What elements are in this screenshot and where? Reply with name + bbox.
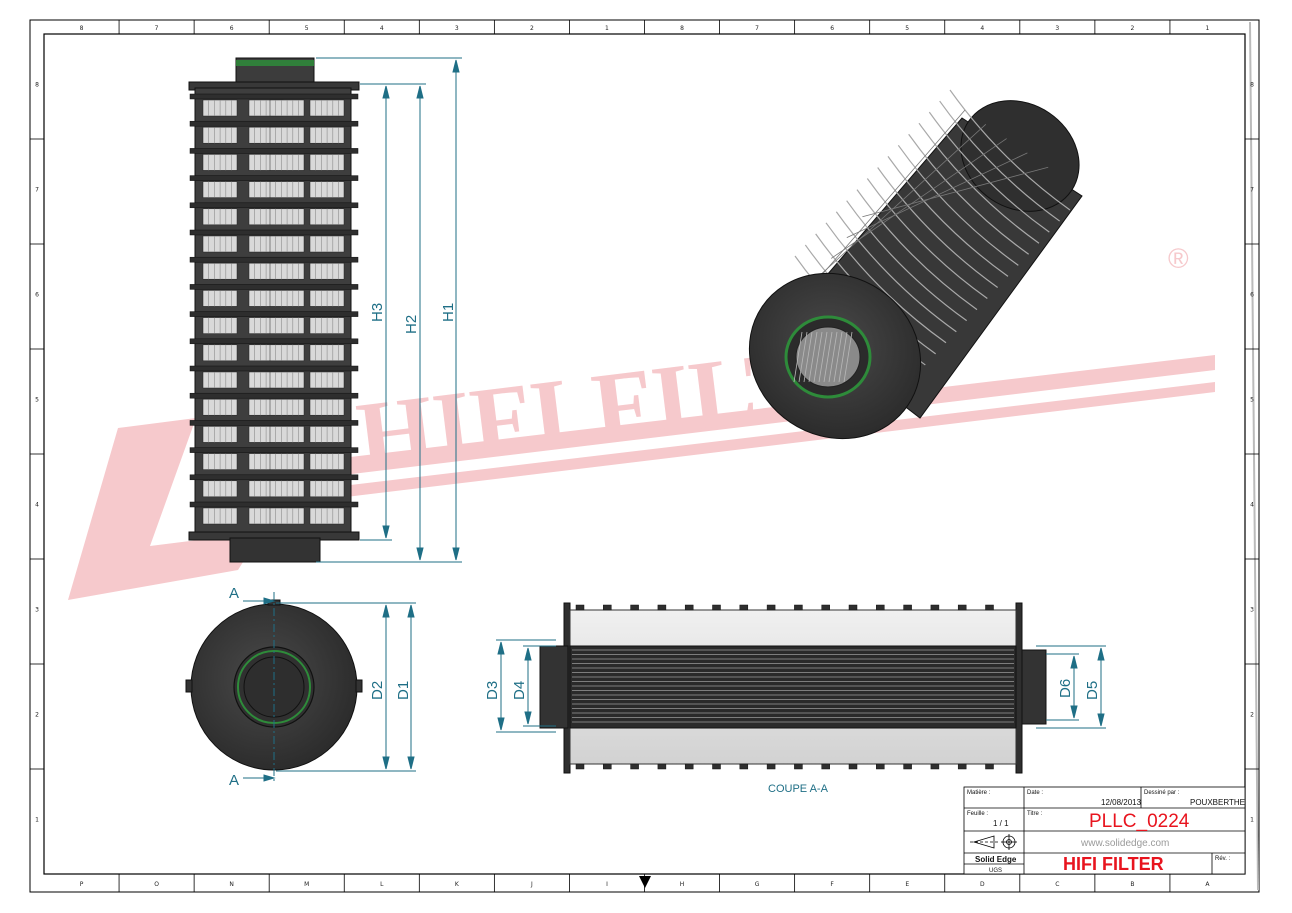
section-view — [539, 602, 1047, 774]
frame-bottom-label: G — [755, 881, 760, 888]
tb-drawn-label: Dessiné par : — [1144, 790, 1180, 796]
frame-right-label: 8 — [1250, 82, 1254, 89]
frame-right-label: 3 — [1250, 607, 1254, 614]
dim-d4-label: D4 — [511, 681, 528, 700]
frame-left-label: 8 — [35, 82, 39, 89]
title-block — [963, 786, 1246, 875]
frame-labels: 8 7 6 5 4 3 2 1 8 7 6 5 4 3 2 1P O N M L K J I H G F E D C B A 8 7 6 5 4 3 2 1… — [35, 25, 1254, 888]
tb-title-label: Titre : — [1027, 811, 1042, 817]
frame-top-label: 4 — [380, 25, 384, 32]
frame-left-label: 6 — [35, 292, 39, 299]
tb-date-label: Date : — [1027, 790, 1043, 796]
tb-version: UGS — [989, 868, 1002, 874]
frame-top-label: 1 — [1206, 25, 1210, 32]
front-view — [188, 57, 360, 563]
frame-bottom-label: C — [1055, 881, 1059, 888]
frame-bottom-label: K — [455, 881, 460, 888]
tb-sheet-value: 1 / 1 — [993, 819, 1009, 828]
frame-bottom-label: A — [1205, 881, 1210, 888]
tb-brand: HIFI FILTER — [1063, 854, 1164, 874]
dim-h1-label: H1 — [440, 303, 457, 322]
frame-left-label: 1 — [35, 817, 39, 824]
tb-website: www.solidedge.com — [1080, 838, 1169, 849]
dim-h3-label: H3 — [369, 303, 386, 322]
frame-bottom-label: L — [380, 881, 384, 888]
frame-top-label: 6 — [230, 25, 234, 32]
frame-bottom-label: I — [606, 881, 608, 888]
frame-bottom-label: N — [229, 881, 234, 888]
dim-d2-label: D2 — [369, 681, 386, 700]
frame-top-label: 7 — [755, 25, 759, 32]
frame-right-label: 4 — [1250, 502, 1254, 509]
end-view — [185, 592, 363, 782]
section-marker-bottom: A — [229, 772, 239, 789]
frame-bottom-label: E — [905, 881, 909, 888]
frame-bottom-label: H — [680, 881, 685, 888]
frame-left-label: 2 — [35, 712, 39, 719]
frame-bottom-label: D — [980, 881, 985, 888]
frame-top-label: 2 — [1130, 25, 1134, 32]
frame-top-label: 6 — [830, 25, 834, 32]
frame-top-label: 5 — [305, 25, 309, 32]
diameter-dimensions-right — [496, 639, 1106, 733]
frame-bottom-label: B — [1130, 881, 1134, 888]
frame-right-label: 5 — [1250, 397, 1254, 404]
frame-top-label: 3 — [1055, 25, 1059, 32]
isometric-view — [748, 89, 1083, 440]
frame-bottom-label: J — [530, 881, 533, 888]
frame-top-label: 3 — [455, 25, 459, 32]
tb-date-value: 12/08/2013 — [1101, 798, 1142, 807]
projection-symbol-icon — [970, 834, 1017, 850]
tb-software: Solid Edge — [975, 855, 1017, 864]
frame-top-label: 2 — [530, 25, 534, 32]
tb-sheet-label: Feuille : — [967, 811, 988, 817]
frame-right-label: 1 — [1250, 817, 1254, 824]
diameter-dimensions-left — [243, 597, 416, 782]
tb-material-label: Matière : — [967, 790, 991, 796]
frame-left-label: 4 — [35, 502, 39, 509]
section-label: COUPE A-A — [768, 783, 829, 795]
watermark-registered: ® — [1168, 243, 1189, 274]
dim-d3-label: D3 — [484, 681, 501, 700]
frame-top-label: 1 — [605, 25, 609, 32]
frame-ticks — [30, 20, 1259, 892]
section-marker-top: A — [229, 585, 239, 602]
frame-right-label: 7 — [1250, 187, 1254, 194]
tb-rev-label: Rév. : — [1215, 856, 1231, 862]
centering-mark-icon — [639, 876, 651, 888]
frame-top-label: 8 — [80, 25, 84, 32]
dim-d5-label: D5 — [1084, 681, 1101, 700]
dim-d6-label: D6 — [1057, 679, 1074, 698]
frame-left-label: 5 — [35, 397, 39, 404]
height-dimensions — [316, 57, 462, 563]
frame-bottom-label: F — [830, 881, 834, 888]
tb-drawn-value: POUXBERTHE — [1190, 798, 1245, 807]
frame-bottom-label: O — [154, 881, 159, 888]
dim-d1-label: D1 — [395, 681, 412, 700]
frame-left-label: 3 — [35, 607, 39, 614]
frame-bottom-label: P — [80, 881, 84, 888]
dim-h2-label: H2 — [403, 315, 420, 334]
frame-right-label: 6 — [1250, 292, 1254, 299]
frame-top-label: 8 — [680, 25, 684, 32]
tb-reference: PLLC_0224 — [1089, 811, 1190, 832]
frame-left-label: 7 — [35, 187, 39, 194]
frame-top-label: 5 — [905, 25, 909, 32]
frame-top-label: 7 — [155, 25, 159, 32]
frame-top-label: 4 — [980, 25, 984, 32]
frame-bottom-label: M — [304, 881, 309, 888]
frame-right-label: 2 — [1250, 712, 1254, 719]
